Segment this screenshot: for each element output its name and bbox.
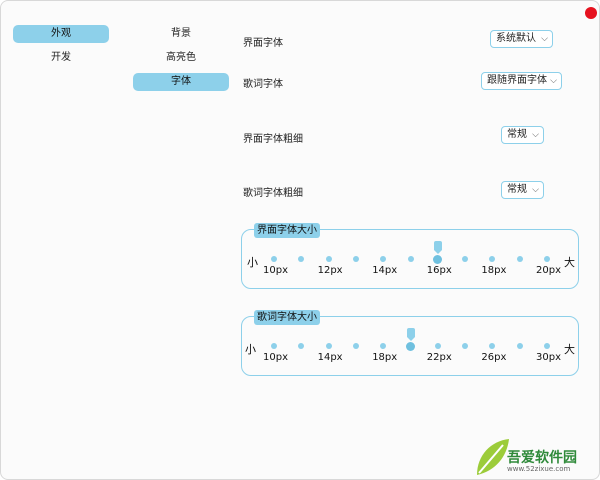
ui-font-value: 系统默认 <box>496 33 536 44</box>
slider-step-selected[interactable] <box>406 341 415 351</box>
primary-nav: 外观 开发 <box>13 25 109 73</box>
slider-step[interactable] <box>271 256 277 262</box>
slider-step-selected[interactable] <box>433 254 443 264</box>
lyric-font-label: 歌词字体 <box>243 79 283 90</box>
slider-step[interactable] <box>544 343 550 349</box>
lyric-weight-label: 歌词字体粗细 <box>243 188 303 199</box>
ui-weight-select[interactable]: 常规 ⌵ <box>501 126 544 144</box>
ui-weight-label: 界面字体粗细 <box>243 134 303 145</box>
slider-step[interactable] <box>352 256 359 262</box>
watermark-logo: 吾爱软件园 www.52zixue.com <box>471 419 599 479</box>
ui-font-select[interactable]: 系统默认 ⌵ <box>490 30 553 48</box>
slider-step[interactable] <box>325 343 332 349</box>
leaf-logo-icon <box>477 439 509 475</box>
slider-tick-label: 26px <box>481 352 507 363</box>
nav-item-font[interactable]: 字体 <box>133 73 229 91</box>
nav-item-developer[interactable]: 开发 <box>51 52 71 63</box>
nav-item-appearance[interactable]: 外观 <box>13 25 109 43</box>
slider-tick-label: 16px <box>426 265 452 276</box>
slider-step[interactable] <box>298 256 305 262</box>
ui-font-size-slider: 界面字体大小 小 大 10px 12px 14px 16px 18px 20px <box>241 223 579 289</box>
lyric-font-size-slider: 歌词字体大小 小 大 10px 14px 18px 22px 26px 30px <box>241 310 579 376</box>
slider-step[interactable] <box>271 343 277 349</box>
size-min-label: 小 <box>247 256 258 269</box>
slider-step[interactable] <box>489 343 496 349</box>
slider-tick-label: 20px <box>536 265 561 276</box>
watermark-brand: 吾爱软件园 <box>507 450 577 466</box>
slider-step[interactable] <box>407 256 414 262</box>
slider-tick-label: 12px <box>317 265 343 276</box>
slider-thumb[interactable] <box>406 328 415 341</box>
ui-font-size-title: 界面字体大小 <box>254 223 320 238</box>
lyric-font-select[interactable]: 跟随界面字体 ⌵ <box>481 72 562 90</box>
size-max-label: 大 <box>564 256 575 269</box>
slider-step[interactable] <box>352 343 359 349</box>
slider-step[interactable] <box>516 343 523 349</box>
slider-step[interactable] <box>380 256 387 262</box>
size-max-label: 大 <box>564 343 575 356</box>
slider-step[interactable] <box>380 343 387 349</box>
slider-step[interactable] <box>434 343 441 349</box>
slider-step[interactable] <box>462 343 469 349</box>
lyric-weight-select[interactable]: 常规 ⌵ <box>501 181 544 199</box>
slider-thumb[interactable] <box>433 241 442 254</box>
slider-tick-label: 10px <box>263 265 288 276</box>
lyric-font-value: 跟随界面字体 <box>487 75 547 86</box>
slider-step[interactable] <box>516 256 523 262</box>
slider-tick-label: 30px <box>536 352 561 363</box>
slider-tick-label: 18px <box>481 265 507 276</box>
nav-item-background[interactable]: 背景 <box>171 28 191 39</box>
slider-step[interactable] <box>489 256 496 262</box>
close-icon[interactable] <box>585 7 597 19</box>
ui-font-label: 界面字体 <box>243 38 283 49</box>
slider-step[interactable] <box>298 343 305 349</box>
chevron-down-icon: ⌵ <box>550 76 557 86</box>
size-min-label: 小 <box>245 343 256 356</box>
secondary-nav: 背景 高亮色 字体 <box>133 25 229 97</box>
chevron-down-icon: ⌵ <box>541 34 548 44</box>
slider-step[interactable] <box>462 256 469 262</box>
ui-weight-value: 常规 <box>507 129 527 140</box>
lyric-font-size-title: 歌词字体大小 <box>254 310 320 325</box>
slider-step[interactable] <box>544 256 550 262</box>
chevron-down-icon: ⌵ <box>532 130 539 140</box>
watermark-url: www.52zixue.com <box>507 465 571 473</box>
slider-tick-label: 10px <box>263 352 288 363</box>
lyric-weight-value: 常规 <box>507 184 527 195</box>
slider-tick-label: 14px <box>317 352 343 363</box>
chevron-down-icon: ⌵ <box>532 185 539 195</box>
slider-tick-label: 18px <box>372 352 398 363</box>
slider-step[interactable] <box>325 256 332 262</box>
slider-tick-label: 14px <box>372 265 398 276</box>
slider-tick-label: 22px <box>426 352 452 363</box>
nav-item-highlight-color[interactable]: 高亮色 <box>166 52 196 63</box>
